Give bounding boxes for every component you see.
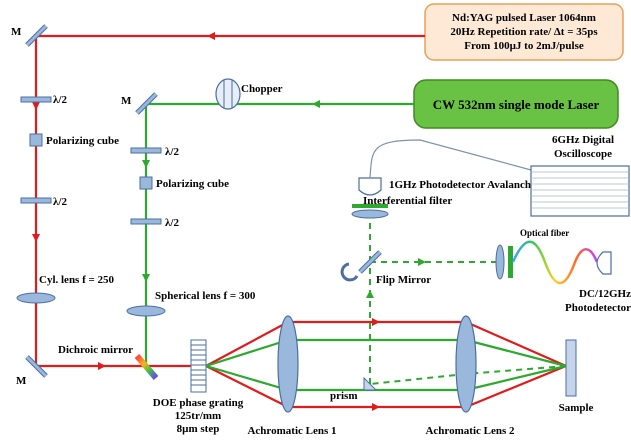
green-beam-path xyxy=(144,102,567,392)
mirror-green-label: M xyxy=(121,95,132,107)
sample-label: Sample xyxy=(559,402,594,414)
oscilloscope xyxy=(530,165,630,217)
ndyag-laser-box: Nd:YAG pulsed Laser 1064nm 20Hz Repetiti… xyxy=(424,3,624,61)
cylindrical-lens-label: Cyl. lens f = 250 xyxy=(39,274,115,286)
dc-photodetector xyxy=(596,251,612,275)
cylindrical-lens xyxy=(16,292,56,304)
mirror-top-label: M xyxy=(11,26,22,38)
flip-mirror-label: Flip Mirror xyxy=(376,274,431,286)
polarizing-cube-red-label: Polarizing cube xyxy=(46,135,119,147)
half-wave-label-3: λ/2 xyxy=(165,146,179,158)
cw-laser-box: CW 532nm single mode Laser xyxy=(413,79,619,129)
polarizing-cube-green-label: Polarizing cube xyxy=(156,178,229,190)
oscilloscope-label-2: Oscilloscope xyxy=(554,148,612,160)
dichroic-mirror xyxy=(134,354,159,380)
optical-fiber-label: Optical fiber xyxy=(520,228,569,238)
half-wave-label-1: λ/2 xyxy=(53,94,67,106)
fiber-input-filter xyxy=(508,246,513,278)
doe-phase-grating xyxy=(190,339,207,393)
spherical-lens xyxy=(126,305,166,317)
green-beam-arrows xyxy=(142,100,320,282)
polarizing-cube-red xyxy=(29,133,43,147)
avalanche-photodetector-label: 1GHz Photodetector Avalanche xyxy=(389,179,536,191)
flip-rotation-icon xyxy=(340,262,359,282)
prism xyxy=(363,376,378,391)
half-wave-plate-3 xyxy=(130,147,162,154)
oscilloscope-label-1: 6GHz Digital xyxy=(552,134,614,146)
achromatic-lens-2 xyxy=(455,315,477,413)
avalanche-cable xyxy=(369,139,532,179)
cw-laser-label: CW 532nm single mode Laser xyxy=(433,97,600,112)
achromatic-lens-2-label: Achromatic Lens 2 xyxy=(425,425,515,437)
mirror-bottom-label: M xyxy=(16,375,27,387)
half-wave-plate-4 xyxy=(130,218,162,225)
green-return-path xyxy=(369,214,567,385)
half-wave-label-2: λ/2 xyxy=(53,196,67,208)
ndyag-line-1: Nd:YAG pulsed Laser 1064nm xyxy=(452,12,596,24)
doe-label-line-3: 8µm step xyxy=(177,423,220,435)
polarizing-cube-green xyxy=(139,176,153,190)
mirror-bottom-left xyxy=(25,355,48,378)
red-beam-arrows xyxy=(32,32,380,411)
avalanche-photodetector xyxy=(358,177,382,196)
interferential-filter-bar xyxy=(352,204,388,208)
optical-fiber xyxy=(511,240,599,284)
interferential-filter-lens xyxy=(351,209,389,219)
chopper-label: Chopper xyxy=(241,83,283,95)
doe-label-line-1: DOE phase grating xyxy=(153,397,244,409)
dc-photodetector-label-2: Photodetector xyxy=(565,302,631,314)
green-return-arrows xyxy=(366,258,426,298)
sample xyxy=(565,339,577,397)
mirror-green xyxy=(135,92,158,115)
ndyag-line-2: 20Hz Repetition rate/ Δt = 35ps xyxy=(450,26,598,38)
prism-label: prism xyxy=(330,390,358,402)
achromatic-lens-1 xyxy=(277,315,299,413)
doe-label-line-2: 125tr/mm xyxy=(175,410,221,422)
flip-mirror xyxy=(358,250,382,274)
half-wave-label-4: λ/2 xyxy=(165,217,179,229)
dichroic-mirror-label: Dichroic mirror xyxy=(58,344,133,356)
spherical-lens-label: Spherical lens f = 300 xyxy=(155,290,256,302)
half-wave-plate-1 xyxy=(20,96,52,103)
fiber-coupling-lens xyxy=(495,244,505,280)
half-wave-plate-2 xyxy=(20,197,52,204)
interferential-filter-label: Interferential filter xyxy=(363,195,452,207)
mirror-top-left xyxy=(25,24,48,47)
dc-photodetector-label-1: DC/12GHz xyxy=(579,288,631,300)
ndyag-line-3: From 100µJ to 2mJ/pulse xyxy=(464,40,584,52)
achromatic-lens-1-label: Achromatic Lens 1 xyxy=(247,425,336,437)
chopper xyxy=(215,78,241,110)
